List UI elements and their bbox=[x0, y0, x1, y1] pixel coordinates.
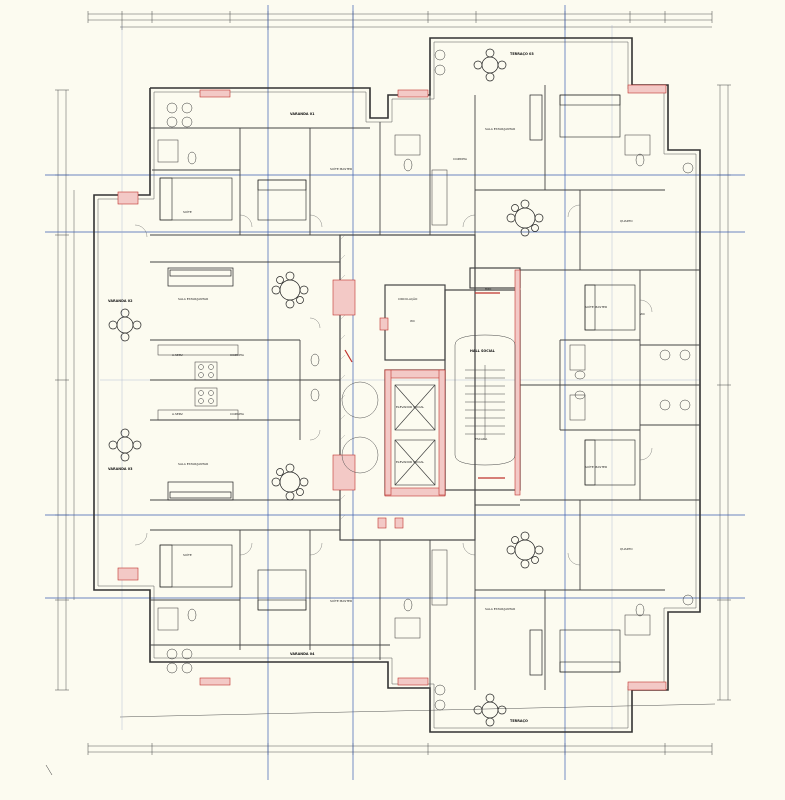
label-elevador-1: ELEVADOR SOCIAL bbox=[396, 405, 424, 409]
label-wc-2: WC bbox=[640, 312, 645, 316]
label-bwc: BWC bbox=[485, 287, 492, 291]
room-labels: TERRAÇO 03 VARANDA 01 VARANDA 02 VARANDA… bbox=[108, 52, 645, 723]
beds bbox=[159, 94, 636, 673]
elevator-shafts bbox=[394, 384, 436, 486]
bathroom-fixtures bbox=[157, 49, 694, 711]
label-terraco-top: TERRAÇO 03 bbox=[510, 52, 534, 56]
interior-walls bbox=[150, 85, 700, 690]
label-wc-1: WC bbox=[410, 319, 415, 323]
label-quarto-1: QUARTO bbox=[620, 219, 633, 223]
label-elevador-2: ELEVADOR SOCIAL bbox=[396, 460, 424, 464]
label-varanda-2: VARANDA 02 bbox=[108, 299, 133, 303]
label-sala-estar-4: SALA ESTAR/JANTAR bbox=[485, 607, 515, 611]
label-suite-master-2: SUÍTE MASTER bbox=[330, 598, 352, 603]
staircase bbox=[454, 334, 516, 466]
label-area-servico-1: A.SERV. bbox=[172, 353, 184, 357]
exterior-walls-inner bbox=[97, 41, 697, 729]
sofas bbox=[167, 94, 543, 676]
label-suite-1: SUÍTE bbox=[183, 209, 192, 214]
label-quarto-2: QUARTO bbox=[620, 547, 633, 551]
label-cozinha-1: COZINHA bbox=[230, 353, 245, 357]
label-suite-master-3: SUÍTE MASTER bbox=[585, 304, 607, 309]
label-sala-estar-3: SALA ESTAR/JANTAR bbox=[485, 127, 515, 131]
label-area-servico-2: A.SERV. bbox=[172, 412, 184, 416]
label-varanda-4: VARANDA 04 bbox=[290, 652, 315, 656]
label-escada: ESCADA bbox=[475, 437, 488, 441]
label-suite-master-1: SUÍTE MASTER bbox=[330, 166, 352, 171]
core-circles bbox=[341, 381, 379, 474]
label-varanda-1: VARANDA 01 bbox=[290, 112, 315, 116]
grid-axis-lines bbox=[45, 5, 745, 780]
label-hall: HALL SOCIAL bbox=[470, 349, 496, 353]
label-circulacao: CIRCULAÇÃO bbox=[398, 296, 418, 301]
label-varanda-3: VARANDA 03 bbox=[108, 467, 133, 471]
red-hatched-elements bbox=[117, 84, 667, 691]
dining-tables bbox=[108, 48, 544, 727]
label-cozinha-3: COZINHA bbox=[453, 157, 468, 161]
kitchen-counters bbox=[157, 169, 586, 606]
label-terraco-bottom: TERRAÇO bbox=[510, 719, 528, 723]
label-cozinha-2: COZINHA bbox=[230, 412, 245, 416]
label-suite-2: SUÍTE bbox=[183, 552, 192, 557]
door-swings bbox=[134, 204, 653, 566]
label-suite-master-4: SUÍTE MASTER bbox=[585, 464, 607, 469]
label-sala-estar-2: SALA ESTAR/JANTAR bbox=[178, 462, 208, 466]
red-accent-lines bbox=[344, 292, 505, 479]
label-sala-estar-1: SALA ESTAR/JANTAR bbox=[178, 297, 208, 301]
